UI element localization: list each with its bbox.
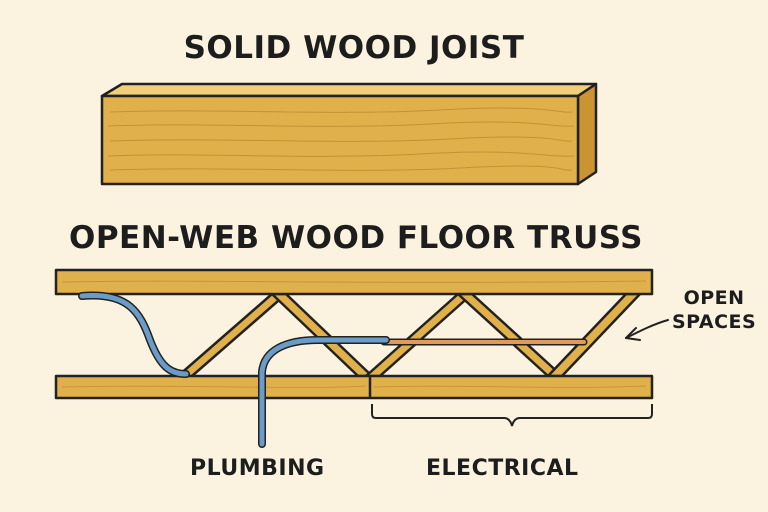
web-member (546, 292, 642, 378)
electrical-bracket (371, 404, 653, 427)
web-member (364, 292, 474, 378)
solid-wood-joist (100, 82, 598, 186)
open-spaces-line2: SPACES (672, 311, 757, 333)
open-web-truss (54, 268, 654, 400)
open-web-truss-title: OPEN-WEB WOOD FLOOR TRUSS (68, 220, 644, 256)
joist-end-face (576, 82, 598, 186)
joist-wood-grain (107, 107, 575, 171)
truss-web-members (176, 292, 642, 378)
web-member (270, 292, 374, 378)
joist-top-face (100, 82, 598, 98)
open-spaces-line1: OPEN (683, 287, 745, 309)
plumbing-pipe-right-fill (259, 337, 389, 447)
web-member (176, 292, 288, 378)
plumbing-pipe-left-fill (79, 293, 189, 377)
solid-wood-joist-title: SOLID WOOD JOIST (183, 30, 525, 66)
electrical-label: ELECTRICAL (426, 456, 579, 481)
open-spaces-arrow (625, 319, 669, 341)
open-spaces-label: OPEN SPACES (672, 286, 756, 334)
web-member (456, 292, 564, 378)
truss-wood-grain (61, 280, 647, 388)
plumbing-label: PLUMBING (190, 456, 325, 481)
